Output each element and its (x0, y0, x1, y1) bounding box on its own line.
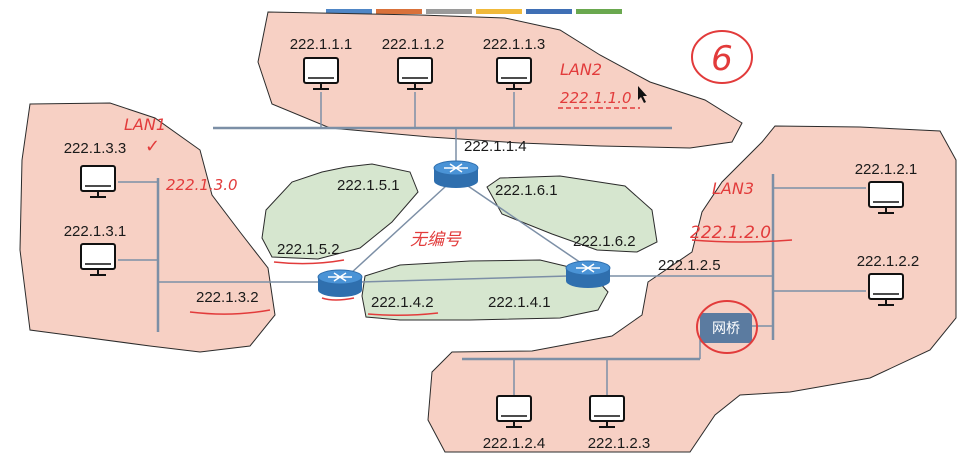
host-ip-label: 222.1.1.3 (483, 36, 546, 53)
underline-annotation (367, 312, 439, 317)
host-ip-label: 222.1.2.1 (855, 161, 918, 178)
lan1-net-annotation: 222.1.3.0 (166, 176, 238, 194)
underlines (189, 239, 793, 317)
link-ip-label: 222.1.6.2 (573, 233, 636, 250)
circled-number: 6 (691, 30, 753, 84)
bridge-box (700, 313, 752, 343)
underline-annotation (691, 239, 793, 243)
host-ip-label: 222.1.3.1 (64, 223, 127, 240)
link-ip-label: 222.1.4.2 (371, 294, 434, 311)
pc-icon (496, 395, 532, 428)
lan3-net-annotation: 222.1.2.0 (690, 223, 771, 243)
palette-bar (326, 9, 622, 14)
lan2-net-annotation: 222.1.1.0 (560, 89, 632, 107)
number-text: 6 (711, 39, 733, 79)
r1-to-r3 (467, 185, 585, 266)
r1-to-r2 (349, 185, 447, 275)
palette-swatch (476, 9, 522, 14)
links (118, 92, 866, 398)
host-ip-label: 222.1.1.1 (290, 36, 353, 53)
pc-icon (868, 273, 904, 306)
link-ip-label: 222.1.5.1 (337, 177, 400, 194)
number-circle (691, 30, 753, 84)
bridge-label: 网桥 (712, 321, 740, 337)
link-ip-label: 222.1.6.1 (495, 182, 558, 199)
host-ip-label: 222.1.3.3 (64, 140, 127, 157)
palette-swatch (426, 9, 472, 14)
underline-annotation (321, 297, 355, 301)
bridge: 网桥 (696, 300, 758, 354)
link-r1-r2-region (261, 163, 419, 260)
pc-icon (303, 57, 339, 90)
pc-icon (80, 243, 116, 276)
router-port-label: 222.1.3.2 (196, 289, 259, 306)
lan1-label: LAN1 (124, 115, 166, 134)
link-ip-label: 222.1.4.1 (488, 294, 551, 311)
host-ip-label: 222.1.2.3 (588, 435, 651, 452)
pc-icon (397, 57, 433, 90)
unnumbered-note: 无编号 (410, 230, 462, 250)
pc-icon (496, 57, 532, 90)
pc-icon (868, 181, 904, 214)
router-r2 (317, 269, 363, 297)
bus-lines (156, 126, 775, 361)
router-port-label: 222.1.2.5 (658, 257, 721, 274)
check-mark: ✓ (145, 136, 160, 157)
palette-swatch (376, 9, 422, 14)
lan3-region (427, 125, 957, 453)
cursor-icon (638, 86, 647, 103)
host-ip-label: 222.1.2.2 (857, 253, 920, 270)
underline-annotation (189, 309, 271, 315)
palette-swatch (526, 9, 572, 14)
host-ip-label: 222.1.1.2 (382, 36, 445, 53)
router-r3 (565, 260, 611, 288)
router-port-label: 222.1.1.4 (464, 138, 527, 155)
link-ip-label: 222.1.5.2 (277, 241, 340, 258)
palette-swatch (326, 9, 372, 14)
r2-to-r3 (359, 275, 569, 283)
pc-icon (80, 165, 116, 198)
palette-swatch (576, 9, 622, 14)
link-r2-r3-region (361, 259, 609, 321)
router-r1 (433, 160, 479, 188)
host-ip-label: 222.1.2.4 (483, 435, 546, 452)
link-r1-r3-region (486, 175, 658, 253)
bridge-circle (696, 300, 758, 354)
lan3-label: LAN3 (712, 179, 754, 198)
underline-annotation (273, 259, 345, 265)
pc-icon (589, 395, 625, 428)
lan2-label: LAN2 (560, 60, 602, 79)
